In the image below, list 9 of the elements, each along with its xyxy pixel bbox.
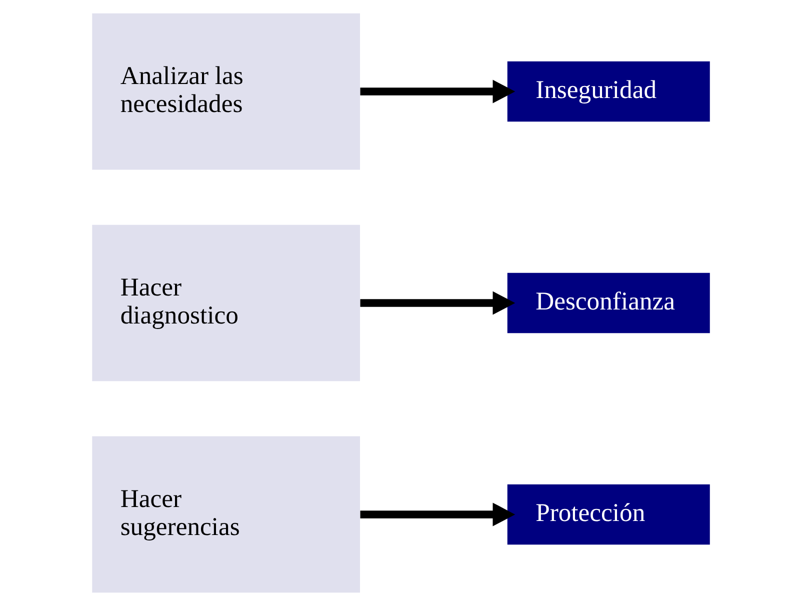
arrow xyxy=(360,502,515,526)
arrow xyxy=(360,291,515,315)
arrow xyxy=(360,80,515,104)
node-box: Analizar las necesidades xyxy=(92,13,360,170)
node-box: Hacer diagnostico xyxy=(92,224,360,382)
node-box: Desconfianza xyxy=(506,272,710,334)
node-box: Protección xyxy=(506,484,710,545)
node-box: Hacer sugerencias xyxy=(92,436,360,593)
node-box: Inseguridad xyxy=(506,61,710,122)
